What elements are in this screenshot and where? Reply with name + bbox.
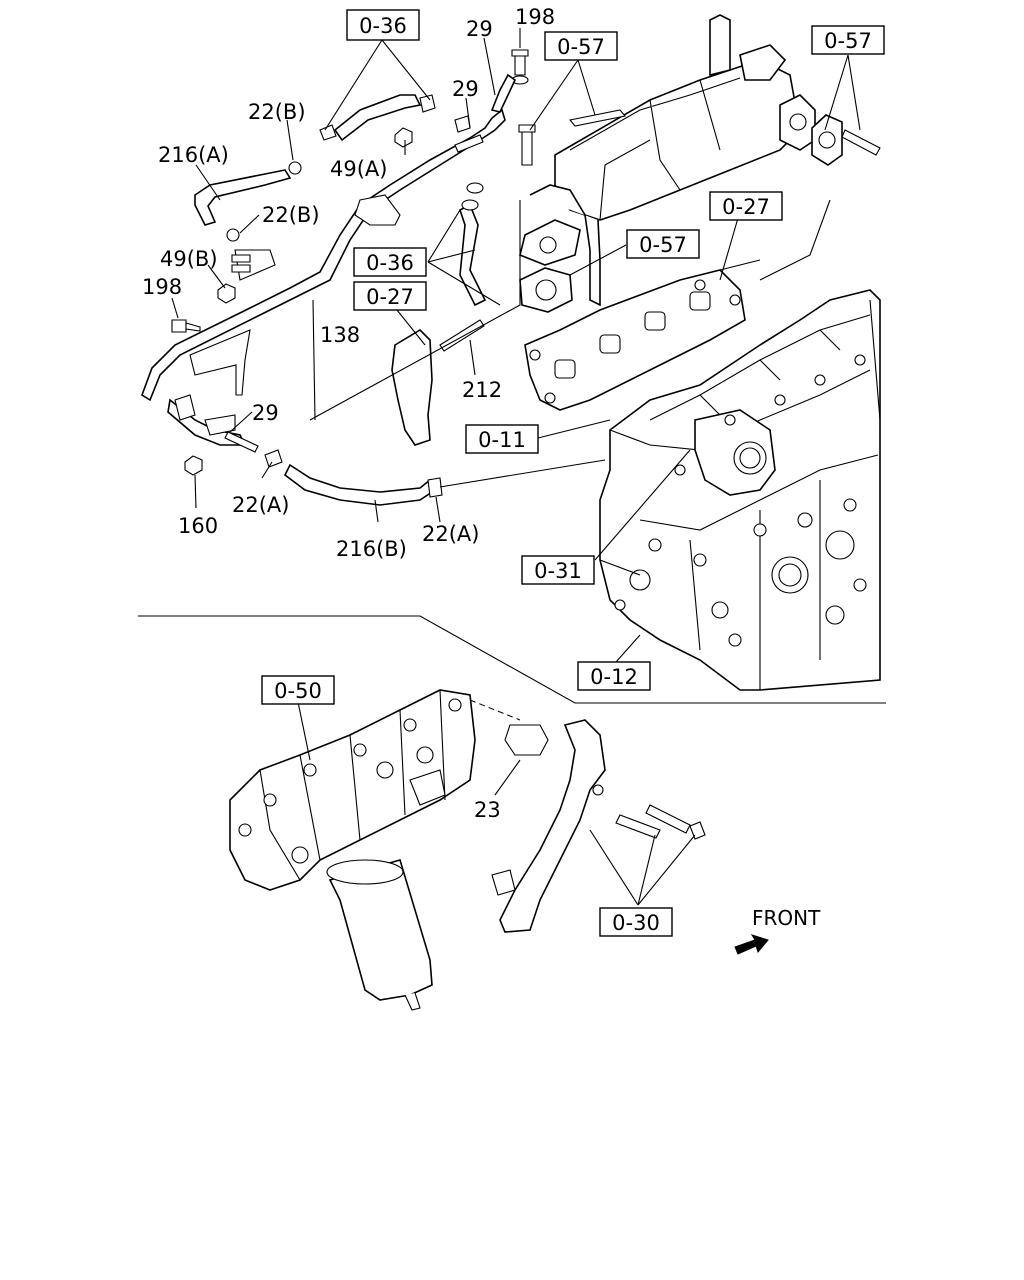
exhaust-manifold [524,269,746,411]
ref-box-0-36-mid[interactable]: 0-36 [353,247,427,277]
hose-top [333,94,422,142]
ref-box-0-57-right[interactable]: 0-57 [811,25,885,55]
water-pipe [499,719,606,933]
engine-block [599,289,881,691]
egr-cooler [511,14,881,313]
leader-lines [171,28,861,906]
bolt-198-left [171,319,187,333]
part-label-22b-bottom: 22(B) [262,203,320,227]
stud-212 [439,319,485,352]
svg-text:0-57: 0-57 [639,233,687,257]
ref-box-0-11[interactable]: 0-11 [465,424,539,454]
ref-box-0-57-mid[interactable]: 0-57 [626,229,700,259]
nut-160 [184,455,203,476]
nut-49b [217,283,236,304]
hose-216b [283,463,433,506]
heat-shield [391,328,433,446]
ref-box-0-31[interactable]: 0-31 [521,555,595,585]
svg-text:0-27: 0-27 [366,285,414,309]
part-label-23: 23 [474,798,501,822]
part-label-29-mid: 29 [452,77,479,101]
hose-mid [459,203,487,307]
section-divider [138,615,886,704]
clamp-22a-left [264,449,283,468]
svg-text:0-36: 0-36 [366,251,414,275]
svg-text:0-50: 0-50 [274,679,322,703]
part-label-160: 160 [178,514,218,538]
part-label-138: 138 [320,323,360,347]
part-label-22a-right: 22(A) [422,522,479,546]
ref-box-0-50[interactable]: 0-50 [261,675,335,705]
ref-box-0-30[interactable]: 0-30 [599,907,673,937]
part-label-216a: 216(A) [158,143,229,167]
ref-box-0-36-top[interactable]: 0-36 [346,9,420,41]
ref-box-0-57-top[interactable]: 0-57 [544,31,618,61]
svg-text:0-36: 0-36 [359,14,407,38]
svg-text:0-12: 0-12 [590,665,638,689]
part-label-29-bottom: 29 [252,401,279,425]
gasket-23 [504,724,549,756]
svg-text:0-27: 0-27 [722,195,770,219]
svg-text:0-30: 0-30 [612,911,660,935]
part-label-212: 212 [462,378,502,402]
clamp-22b-bottom [226,228,240,242]
svg-text:0-31: 0-31 [534,559,582,583]
part-label-198-top: 198 [515,5,555,29]
part-label-22a-left: 22(A) [232,493,289,517]
part-label-49b: 49(B) [160,247,218,271]
hose-216a [194,169,292,226]
hose-29-top [490,73,517,113]
svg-text:0-57: 0-57 [557,35,605,59]
ref-box-0-12[interactable]: 0-12 [577,661,651,691]
front-label: FRONT [752,906,821,930]
svg-text:0-11: 0-11 [478,428,526,452]
front-arrow-icon [734,934,769,955]
oil-cooler-assembly [229,689,476,1011]
part-label-22b-top: 22(B) [248,100,306,124]
part-label-198-left: 198 [142,275,182,299]
part-label-216b: 216(B) [336,537,407,561]
part-label-49a: 49(A) [330,157,387,181]
water-pipe-138 [141,108,506,446]
svg-text:0-57: 0-57 [824,29,872,53]
clamp-22b-top [288,161,302,175]
clamp-22a-right [427,477,443,498]
ref-box-0-27-right[interactable]: 0-27 [709,191,783,221]
part-label-29-top: 29 [466,17,493,41]
nut-49a [394,127,413,148]
ref-box-0-27-left[interactable]: 0-27 [353,281,427,311]
